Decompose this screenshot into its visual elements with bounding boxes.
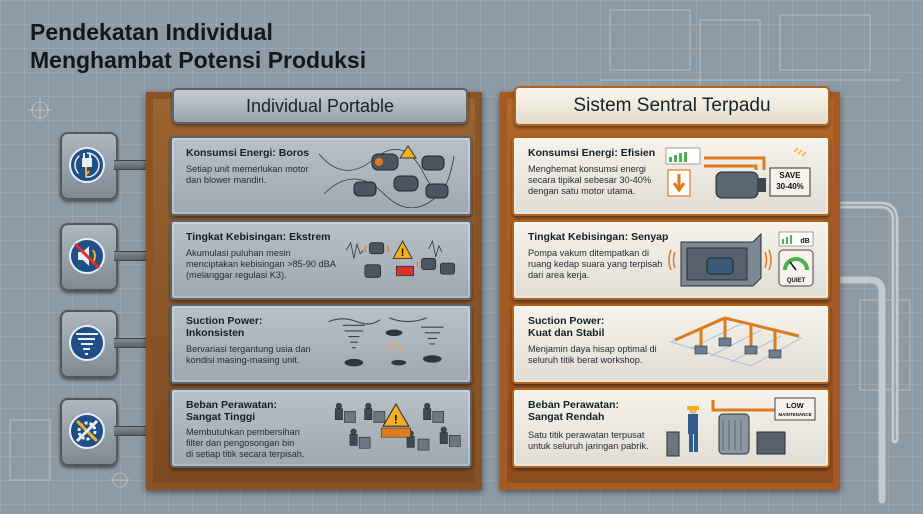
panel-title: Beban Perawatan: Sangat Rendah	[528, 399, 619, 423]
panel-maintenance-central: Beban Perawatan: Sangat Rendah Satu titi…	[512, 388, 830, 468]
panel-description: Setiap unit memerlukan motor dan blower …	[186, 164, 309, 186]
panel-title-line: Kuat dan Stabil	[528, 327, 605, 339]
desc-line: Menghemat konsumsi energi	[528, 164, 646, 174]
icon-box-energy	[60, 132, 118, 200]
save-badge-line-2: 30-40%	[776, 182, 804, 191]
desc-line: Menjamin daya hisap optimal di	[528, 344, 657, 354]
plug-icon	[69, 147, 105, 183]
noise-illustration: !	[346, 239, 455, 278]
duct-network-illustration	[669, 316, 803, 367]
panel-noise-portable: Tingkat Kebisingan: Ekstrem Akumulasi pu…	[170, 220, 472, 300]
panel-title: Beban Perawatan: Sangat Tinggi	[186, 399, 277, 423]
panel-title-line: Beban Perawatan:	[528, 399, 620, 411]
panel-description: Menjamin daya hisap optimal di seluruh t…	[528, 344, 657, 366]
panel-title: Tingkat Kebisingan: Ekstrem	[186, 231, 331, 243]
desc-line: Akumulasi puluhan mesin	[186, 248, 291, 258]
panel-maintenance-portable: Beban Perawatan: Sangat Tinggi Membutuhk…	[170, 388, 472, 468]
desc-line: menciptakan kebisingan >85-90 dBA	[186, 259, 336, 269]
desc-line: Bervariasi tergantung usia dan	[186, 344, 311, 354]
panel-title-line: Suction Power:	[186, 315, 263, 327]
desc-line: dengan satu motor utama.	[528, 186, 636, 196]
desc-line: di setiap titik secara terpisah.	[186, 449, 305, 459]
connector-3	[114, 338, 148, 348]
desc-line: Pompa vakum ditempatkan di	[528, 248, 650, 258]
icon-box-noise	[60, 223, 118, 291]
desc-line: secara tipikal sebesar 30-40%	[528, 175, 652, 185]
column-header: Sistem Sentral Terpadu	[514, 86, 830, 126]
panel-title-line: Tingkat Kebisingan: Senyap	[528, 231, 669, 243]
panel-title: Tingkat Kebisingan: Senyap	[528, 231, 668, 243]
sistem-sentral-column: Sistem Sentral Terpadu Konsumsi Energi: …	[500, 86, 840, 490]
suction-illustration	[328, 317, 444, 367]
panel-description: Satu titik perawatan terpusat untuk selu…	[528, 430, 649, 452]
panel-title-line: Beban Perawatan:	[186, 399, 278, 411]
svg-text:!: !	[401, 247, 405, 259]
maintenance-workers-illustration: !	[334, 402, 461, 451]
panel-title: Konsumsi Energi: Efisien	[528, 147, 655, 159]
panel-suction-central: Suction Power: Kuat dan Stabil Menjamin …	[512, 304, 830, 384]
desc-line: dari area kerja.	[528, 270, 590, 280]
soundproof-room-illustration: dB QUIET	[668, 231, 814, 287]
desc-line: seluruh titik berat workshop.	[528, 355, 643, 365]
panel-title: Suction Power: Kuat dan Stabil	[528, 315, 604, 339]
panel-title: Konsumsi Energi: Boros	[186, 147, 309, 159]
panel-energy-portable: Konsumsi Energi: Boros Setiap unit memer…	[170, 136, 472, 216]
panel-description: Pompa vakum ditempatkan di ruang kedap s…	[528, 248, 662, 281]
low-label: LOW	[786, 401, 804, 410]
panel-suction-portable: Suction Power: Inkonsisten Bervariasi te…	[170, 304, 472, 384]
panel-description: Membutuhkan pembersihan filter dan pengo…	[186, 427, 304, 460]
tornado-icon	[69, 325, 105, 361]
desc-line: Satu titik perawatan terpusat	[528, 430, 645, 440]
page-title: Pendekatan Individual Menghambat Potensi…	[30, 18, 450, 74]
panel-description: Menghemat konsumsi energi secara tipikal…	[528, 164, 651, 197]
svg-text:!: !	[394, 412, 398, 426]
panel-title-line: Tingkat Kebisingan: Ekstrem	[186, 231, 331, 243]
title-line-2: Menghambat Potensi Produksi	[30, 47, 367, 73]
panel-noise-central: Tingkat Kebisingan: Senyap Pompa vakum d…	[512, 220, 830, 300]
central-motor-illustration: SAVE 30-40%	[665, 147, 811, 199]
desc-line: untuk seluruh jaringan pabrik.	[528, 441, 649, 451]
wrench-gear-icon	[69, 413, 105, 449]
panel-title-line: Konsumsi Energi: Efisien	[528, 147, 656, 159]
desc-line: filter dan pengosongan bin	[186, 438, 295, 448]
central-maintenance-illustration: LOW MAINTENANCE	[666, 397, 816, 457]
desc-line: Membutuhkan pembersihan	[186, 427, 300, 437]
panel-description: Bervariasi tergantung usia dan kondisi m…	[186, 344, 311, 366]
column-header: Individual Portable	[172, 88, 468, 124]
icon-box-suction	[60, 310, 118, 378]
panel-title-line: Inkonsisten	[186, 327, 245, 339]
panel-description: Akumulasi puluhan mesin menciptakan kebi…	[186, 248, 336, 281]
title-line-1: Pendekatan Individual	[30, 19, 273, 45]
db-label: dB	[800, 238, 809, 245]
maintenance-label: MAINTENANCE	[778, 412, 811, 417]
panel-title: Suction Power: Inkonsisten	[186, 315, 262, 339]
icon-box-maintenance	[60, 398, 118, 466]
motors-illustration	[318, 145, 455, 208]
desc-line: kondisi masing-masing unit.	[186, 355, 300, 365]
panel-title-line: Sangat Tinggi	[186, 411, 256, 423]
save-badge-line-1: SAVE	[779, 171, 801, 180]
panel-title-line: Suction Power:	[528, 315, 605, 327]
quiet-label: QUIET	[787, 278, 806, 284]
desc-line: (melanggar regulasi K3).	[186, 270, 287, 280]
desc-line: Setiap unit memerlukan motor	[186, 164, 309, 174]
desc-line: dan blower mandiri.	[186, 175, 267, 185]
panel-title-line: Konsumsi Energi: Boros	[186, 147, 310, 159]
individual-portable-column: Individual Portable Konsumsi Energi: Bor…	[146, 88, 482, 490]
desc-line: ruang kedap suara yang terpisah	[528, 259, 663, 269]
connector-1	[114, 160, 148, 170]
panel-title-line: Sangat Rendah	[528, 411, 605, 423]
connector-2	[114, 251, 148, 261]
connector-4	[114, 426, 148, 436]
panel-energy-central: Konsumsi Energi: Efisien Menghemat konsu…	[512, 136, 830, 216]
speaker-muted-icon	[69, 238, 105, 274]
